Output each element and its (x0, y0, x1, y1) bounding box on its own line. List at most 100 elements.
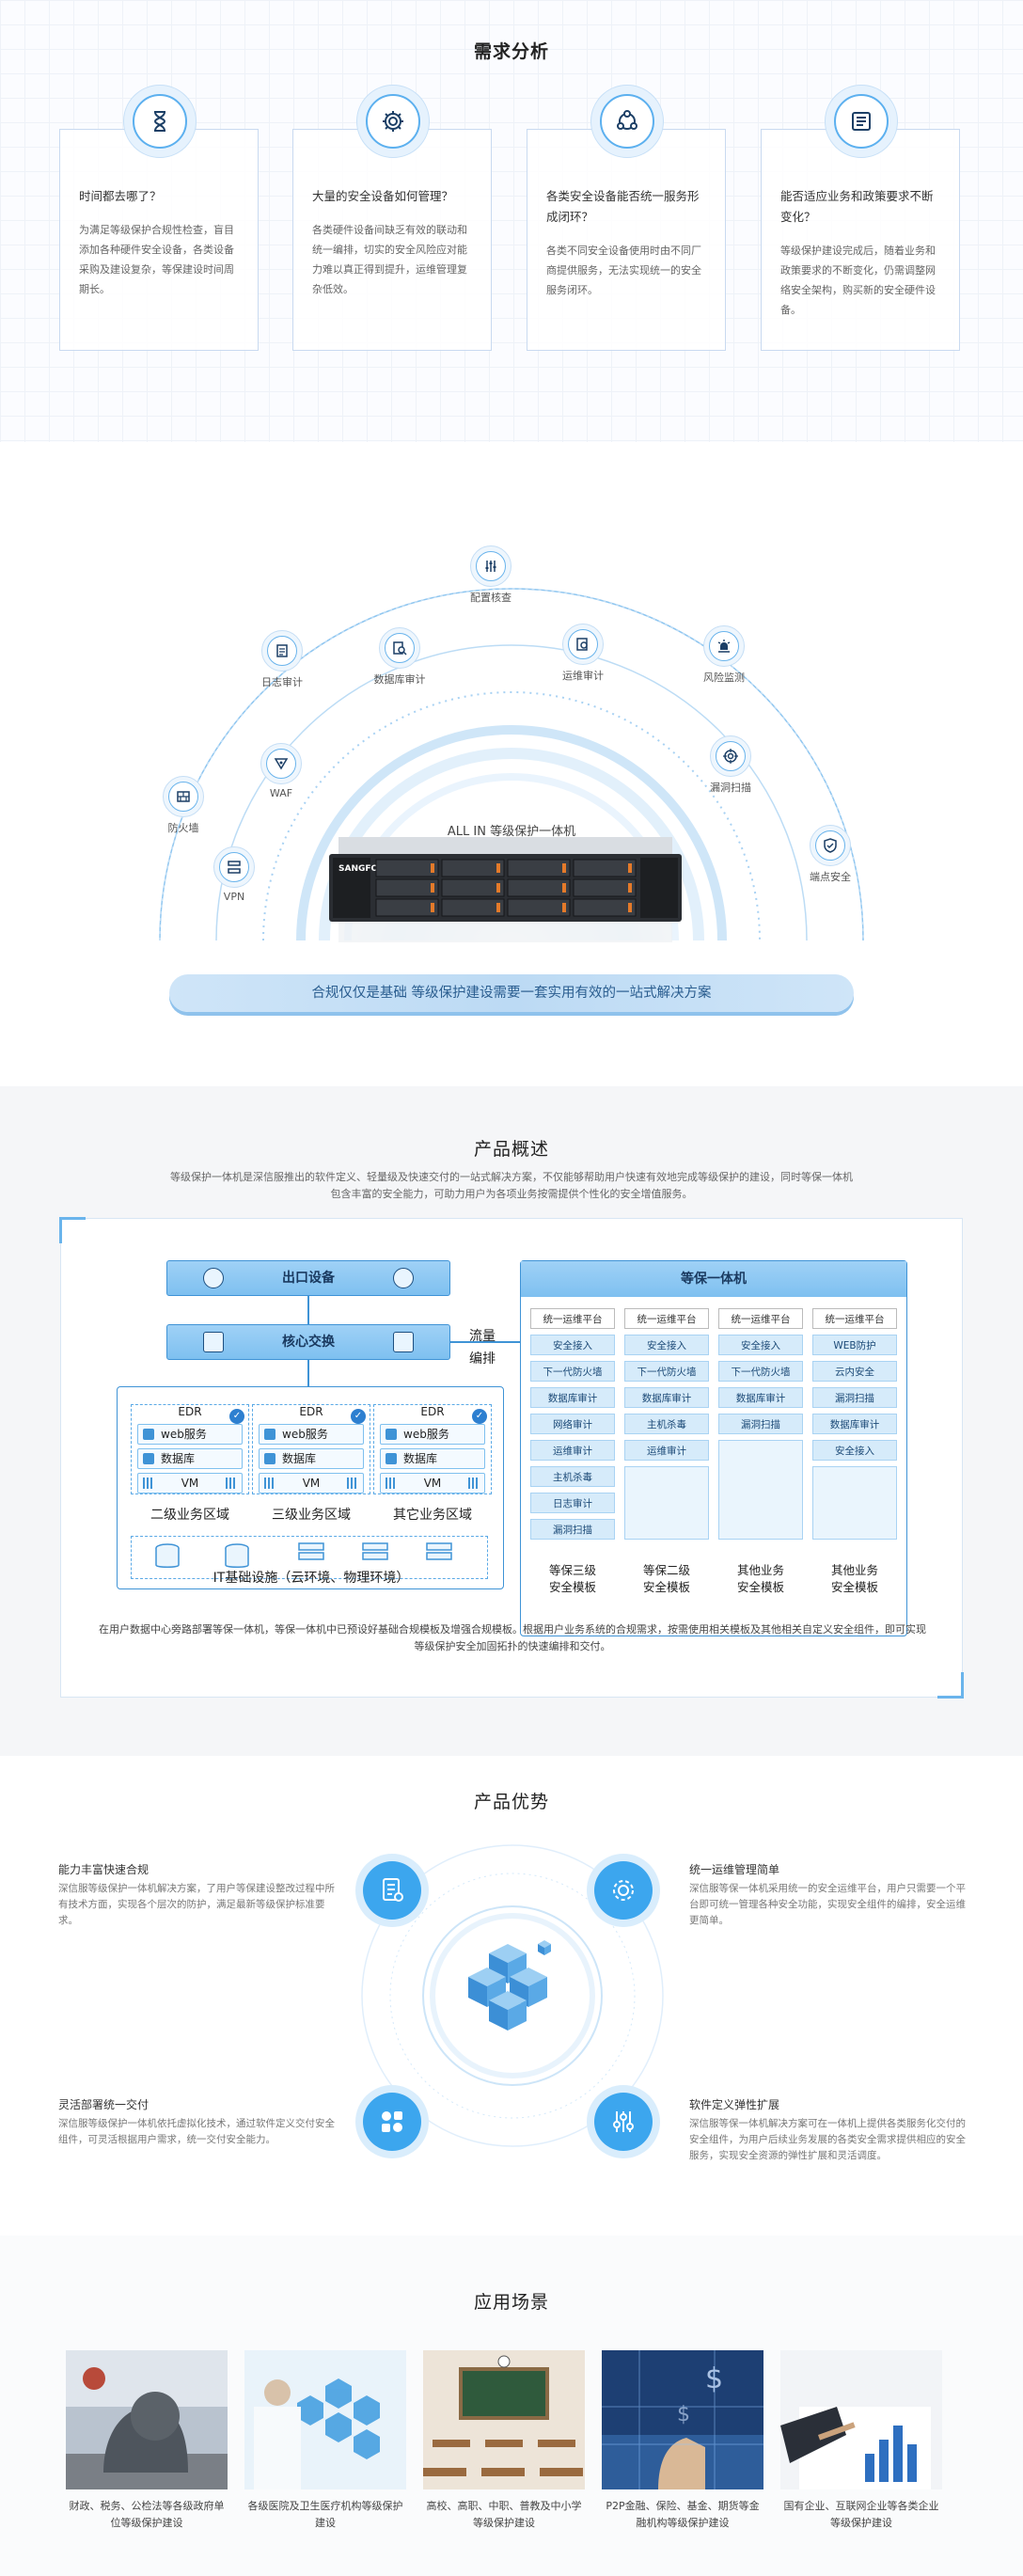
check-icon: ✓ (472, 1409, 487, 1424)
zone-level2: EDR ✓ web服务 数据库 VM (131, 1404, 249, 1494)
vm-row: VM (259, 1473, 364, 1493)
gear-icon (356, 85, 430, 158)
node-endpoint: 端点安全 (807, 825, 854, 884)
scenarios-section: 应用场景 财政、税务、公检法等各级政府单位等级保护建设 各级医院及卫生医疗机构等… (0, 2236, 1023, 2576)
column-cell: 数据库审计 (812, 1414, 897, 1434)
node-label: 防火墙 (167, 822, 199, 834)
enterprise-image (780, 2350, 942, 2489)
government-lion-image (66, 2350, 228, 2489)
advantage-title: 能力丰富快速合规 (58, 1863, 150, 1876)
template-column-level3: 统一运维平台 安全接入 下一代防火墙 数据库审计 网络审计 运维审计 主机杀毒 … (530, 1308, 615, 1545)
frame-corner (59, 1217, 86, 1243)
allin-section: VPN 防火墙 WAF 日志审计 数据库审计 配置核查 运维审计 风险监测 漏洞… (0, 442, 1023, 1086)
need-desc: 各类不同安全设备使用时由不同厂商提供服务，无法实现统一的安全服务闭环。 (546, 245, 701, 296)
database-row: 数据库 (259, 1448, 364, 1469)
empty-cell (718, 1440, 803, 1540)
column-cell: 下一代防火墙 (718, 1361, 803, 1382)
advantage-desc: 深信服等保一体机解决方案可在一体机上提供各类服务化交付的安全组件，为用户后续业务… (689, 2118, 966, 2161)
it-infrastructure-box (131, 1536, 488, 1579)
column-cell: 漏洞扫描 (718, 1414, 803, 1434)
vm-icon (347, 1478, 358, 1489)
column-cell: 安全接入 (530, 1335, 615, 1355)
column-cell: 主机杀毒 (624, 1414, 709, 1434)
template-column-other-b: 统一运维平台 WEB防护 云内安全 漏洞扫描 数据库审计 安全接入 (812, 1308, 897, 1545)
globe-icon (264, 1429, 275, 1440)
alarm-icon (717, 640, 731, 653)
template-name: 其他业务安全模板 (830, 1563, 878, 1594)
need-desc: 为满足等级保护合规性检查，盲目添加各种硬件安全设备，各类设备采购及建设复杂，等保… (79, 224, 234, 295)
node-label: 数据库审计 (373, 673, 426, 686)
document-icon (825, 85, 898, 158)
scenario-caption: 国有企业、互联网企业等各类企业等级保护建设 (783, 2500, 939, 2529)
edr-label: EDR (178, 1405, 202, 1418)
column-cell: 日志审计 (530, 1493, 615, 1513)
business-zones: EDR ✓ web服务 数据库 VM 二级业务区域 EDR ✓ web服务 数据… (117, 1386, 504, 1589)
node-label: VPN (223, 891, 245, 903)
finance-image: $$ (602, 2350, 763, 2489)
column-cell: 云内安全 (812, 1361, 897, 1382)
column-cell: 漏洞扫描 (530, 1519, 615, 1540)
database-row: 数据库 (137, 1448, 243, 1469)
needs-section: 需求分析 时间都去哪了？ 为满足等级保护合规性检查，盲目添加各种硬件安全设备，各… (0, 0, 1023, 442)
it-infrastructure-label: IT基础设施（云环境、物理环境） (212, 1571, 410, 1586)
infrastructure-icons (155, 1542, 452, 1568)
scenario-card-medical[interactable]: 各级医院及卫生医疗机构等级保护建设 (244, 2350, 406, 2532)
zone-level3: EDR ✓ web服务 数据库 VM (252, 1404, 370, 1494)
unit-title: 等保一体机 (521, 1261, 906, 1297)
core-switch-box: 核心交换 (166, 1324, 450, 1360)
scenario-card-finance[interactable]: $$ P2P金融、保险、基金、期货等金融机构等级保护建设 (602, 2350, 763, 2532)
connector-line (307, 1360, 309, 1386)
column-cell: 运维审计 (530, 1440, 615, 1461)
exit-device-box: 出口设备 (166, 1260, 450, 1296)
column-cell: 数据库审计 (530, 1387, 615, 1408)
overview-desc: 等级保护一体机是深信服推出的软件定义、轻量级及快速交付的一站式解决方案，不仅能够… (170, 1171, 853, 1200)
vm-row: VM (137, 1473, 243, 1493)
server-brand: SANGFOR (338, 864, 385, 874)
router-icon (203, 1268, 224, 1288)
classroom-image (423, 2350, 585, 2489)
hourglass-icon (123, 85, 197, 158)
scenario-caption: 高校、高职、中职、普教及中小学等级保护建设 (426, 2500, 582, 2529)
vm-icon (226, 1478, 237, 1489)
template-name: 等保二级安全模板 (642, 1563, 690, 1594)
edr-label: EDR (420, 1405, 445, 1418)
frame-corner (937, 1672, 964, 1699)
apps-grid-icon (363, 2093, 421, 2151)
web-service-row: web服务 (137, 1424, 243, 1445)
web-service-row: web服务 (380, 1424, 485, 1445)
advantage-title: 软件定义弹性扩展 (689, 2098, 780, 2111)
zone-other: EDR ✓ web服务 数据库 VM (373, 1404, 492, 1494)
globe-icon (143, 1429, 154, 1440)
node-vpn: VPN (211, 846, 258, 903)
need-question: 各类安全设备能否统一服务形成闭环？ (546, 189, 700, 224)
column-cell: 统一运维平台 (530, 1308, 615, 1329)
node-label: 日志审计 (261, 676, 303, 688)
need-card-manage: 大量的安全设备如何管理？ 各类硬件设备间缺乏有效的联动和统一编排，切实的安全风险… (292, 85, 492, 351)
template-name: 等保三级安全模板 (548, 1563, 596, 1594)
exit-device-label: 出口设备 (282, 1271, 335, 1286)
column-cell: 下一代防火墙 (624, 1361, 709, 1382)
need-question: 时间都去哪了？ (79, 189, 162, 203)
column-cell: 安全接入 (718, 1335, 803, 1355)
cube-cluster-icon (468, 1940, 551, 2031)
scenario-card-education[interactable]: 高校、高职、中职、普教及中小学等级保护建设 (423, 2350, 585, 2532)
node-label: 端点安全 (810, 871, 851, 883)
database-icon (143, 1453, 154, 1464)
node-ops-audit: 运维审计 (559, 624, 606, 683)
need-question: 大量的安全设备如何管理？ (312, 189, 454, 203)
advantage-desc: 深信服等保一体机采用统一的安全运维平台，用户只需要一个平台即可统一管理各种安全功… (689, 1883, 966, 1926)
column-cell: 主机杀毒 (530, 1466, 615, 1487)
template-name: 其他业务安全模板 (736, 1563, 784, 1594)
topology-diagram: 出口设备 核心交换 流量 编排 EDR ✓ web服务 数据库 VM 二级业务区… (59, 1217, 964, 1699)
zone-name: 二级业务区域 (150, 1508, 229, 1523)
scenario-card-government[interactable]: 财政、税务、公检法等各级政府单位等级保护建设 (66, 2350, 228, 2532)
scenarios-title: 应用场景 (473, 2292, 549, 2313)
database-icon (386, 1453, 397, 1464)
sliders-icon (594, 2093, 653, 2151)
node-firewall: 防火墙 (160, 776, 207, 835)
server-title: ALL IN 等级保护一体机 (447, 825, 576, 839)
scenario-card-enterprise[interactable]: 国有企业、互联网企业等各类企业等级保护建设 (780, 2350, 942, 2532)
node-log-audit: 日志审计 (259, 630, 306, 689)
advantage-item: 能力丰富快速合规 深信服等级保护一体机解决方案，了用户等保建设整改过程中所有技术… (58, 1861, 340, 1929)
column-cell: 统一运维平台 (718, 1308, 803, 1329)
